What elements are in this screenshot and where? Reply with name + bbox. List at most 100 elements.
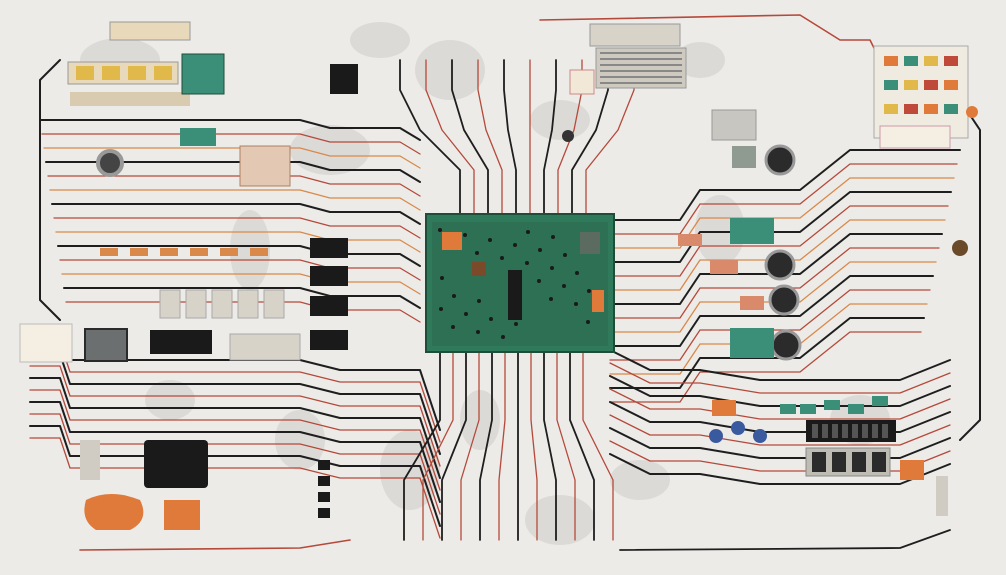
grille-line <box>600 52 682 54</box>
left-bundle-wire <box>53 217 421 239</box>
pcb-dot <box>587 289 591 293</box>
pink-connector <box>710 260 738 274</box>
resistor <box>160 248 178 256</box>
right-bracket <box>936 476 948 516</box>
teal-right-module <box>730 218 774 244</box>
small-connector <box>318 476 330 486</box>
orange-knob <box>966 106 978 118</box>
rotary-knob <box>768 284 800 316</box>
pcb-dot <box>438 228 442 232</box>
small-green-board <box>180 128 216 146</box>
lower-right-wire <box>609 401 951 433</box>
left-bundle-wire <box>41 133 421 155</box>
resistor <box>130 248 148 256</box>
left-bundle-wire <box>51 203 421 225</box>
wiring-layer <box>29 14 981 551</box>
pcb-orange-cap <box>592 290 604 312</box>
white-module <box>19 323 73 363</box>
round-sensor <box>96 149 124 177</box>
outer-bottom-wire <box>79 539 351 551</box>
small-teal-tag <box>800 404 816 414</box>
bottom-drop-wire <box>582 349 614 541</box>
lower-right-wire <box>609 349 951 381</box>
lower-right-wire <box>609 427 951 459</box>
pcb-dot <box>477 299 481 303</box>
pink-connector-2 <box>740 296 764 310</box>
small-teal-tag <box>848 404 864 414</box>
pcb-dot <box>513 243 517 247</box>
pcb-dot <box>440 276 444 280</box>
top-connector-strip <box>109 21 191 41</box>
orange-module <box>164 500 200 530</box>
pcb-grey-part <box>580 232 600 254</box>
outer-left-loop <box>39 59 61 321</box>
pcb-dot <box>575 271 579 275</box>
top-rise-wire <box>451 59 489 216</box>
pcb-dot <box>488 238 492 242</box>
pcb-dot <box>463 233 467 237</box>
brown-knob <box>952 240 968 256</box>
top-rise-wire <box>399 59 461 216</box>
block-slot <box>832 452 846 472</box>
stain <box>145 380 195 420</box>
panel-indicator <box>884 56 898 66</box>
chip-pin <box>862 424 868 438</box>
stain <box>350 22 410 58</box>
panel-indicator <box>944 56 958 66</box>
bottom-drop-wire <box>498 349 506 541</box>
pcb-dot <box>501 335 505 339</box>
pcb-dot <box>549 297 553 301</box>
pink-small-part <box>678 234 702 246</box>
right-bundle-wire <box>609 163 958 235</box>
panel-indicator <box>924 80 938 90</box>
lower-left-wire <box>29 389 441 491</box>
panel-indicator <box>944 80 958 90</box>
terminal-pad <box>128 66 146 80</box>
bottom-drop-wire <box>460 349 480 541</box>
panel-indicator <box>884 104 898 114</box>
pcb-ic-chip <box>508 270 522 320</box>
right-bundle-wire <box>609 233 943 305</box>
bottom-drop-wire <box>403 349 441 541</box>
chip-pin <box>882 424 888 438</box>
switch-block <box>263 289 285 319</box>
grille-line <box>600 70 682 72</box>
small-black-knob <box>562 130 574 142</box>
stain <box>415 40 485 100</box>
pcb-dot <box>464 312 468 316</box>
left-bundle-wire <box>47 175 421 197</box>
beige-connector-block <box>239 145 291 187</box>
small-connector <box>318 508 330 518</box>
pcb-dot <box>475 251 479 255</box>
pcb-dot <box>451 325 455 329</box>
bottom-drop-wire <box>479 349 493 541</box>
left-bundle-wire <box>59 259 421 281</box>
dip-ic-chip <box>310 330 348 350</box>
chip-pin <box>832 424 838 438</box>
bottom-drop-wire <box>556 349 576 541</box>
blue-knob <box>753 429 767 443</box>
lower-right-wire <box>609 362 951 394</box>
lower-left-wire <box>29 377 441 479</box>
panel-indicator <box>924 104 938 114</box>
top-rise-wire <box>543 59 557 216</box>
panel-base <box>879 125 951 149</box>
top-rise-wire <box>477 59 503 216</box>
pcb-dot <box>563 253 567 257</box>
bottom-drop-wire <box>569 349 595 541</box>
resistor-strip <box>70 92 190 106</box>
dip-ic-chip <box>310 296 348 316</box>
right-bundle-wire <box>609 331 922 403</box>
grille-line <box>600 82 682 84</box>
left-bundle-wire <box>63 287 421 309</box>
pcb-dot <box>537 279 541 283</box>
outer-bottom-right-wire <box>619 529 951 551</box>
dip-ic-chip <box>310 238 348 258</box>
pcb-dot <box>476 330 480 334</box>
pcb-dot <box>538 248 542 252</box>
lower-right-wire <box>609 414 951 446</box>
bottom-drop-wire <box>543 349 557 541</box>
long-ic-chip <box>150 330 212 354</box>
